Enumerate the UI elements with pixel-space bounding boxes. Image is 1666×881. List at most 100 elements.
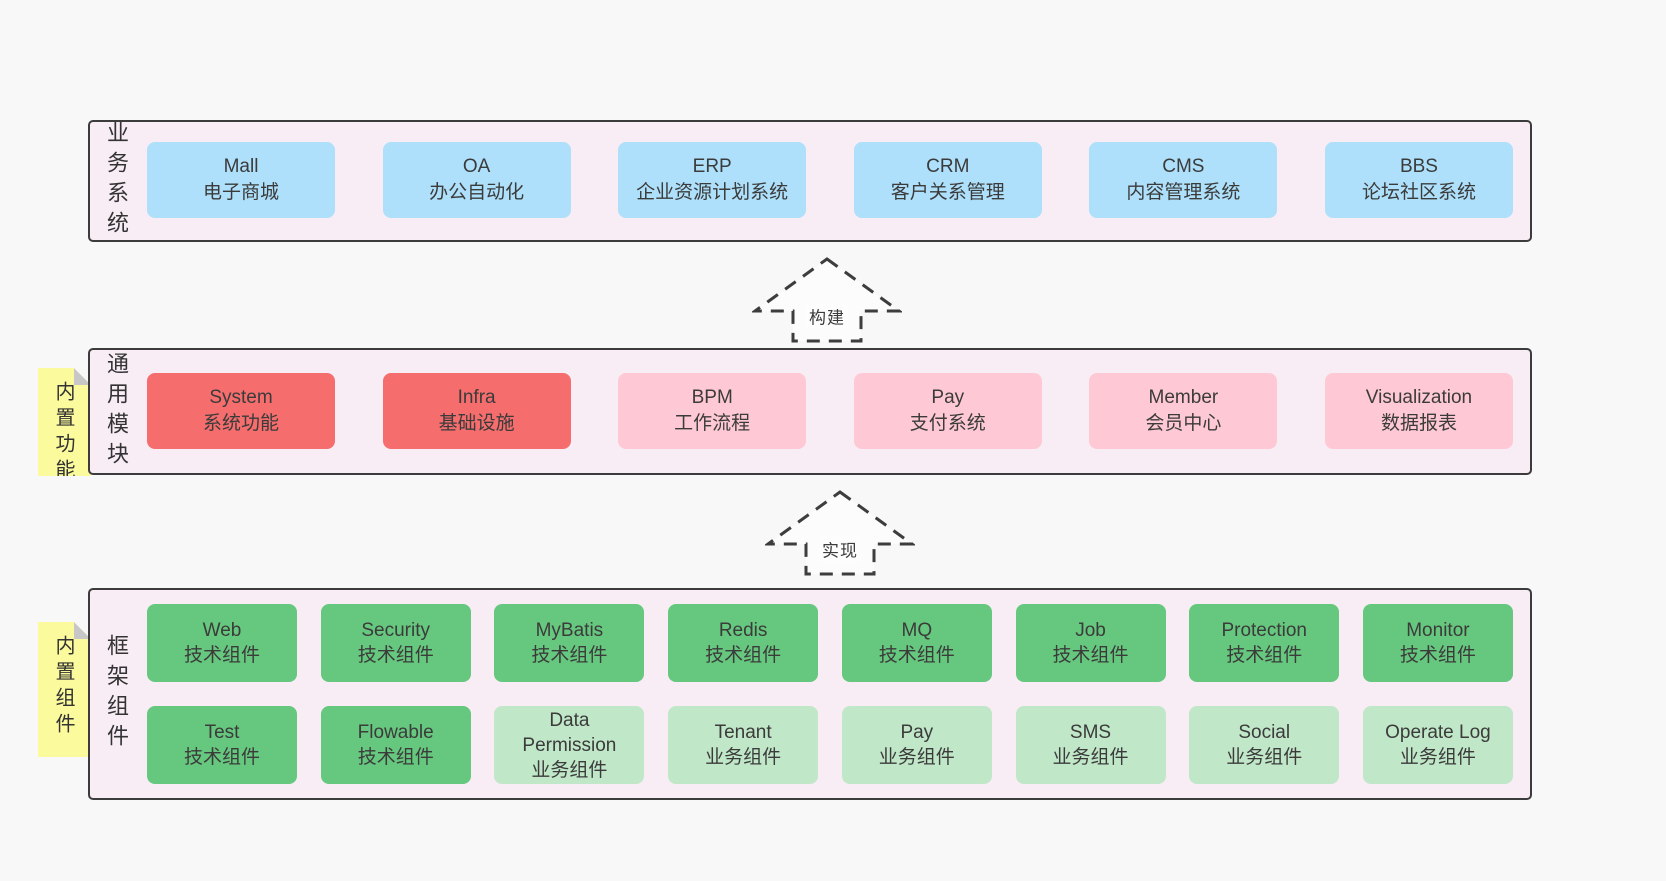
module-subtitle: 企业资源计划系统 (636, 182, 789, 203)
module-box-pay: Pay 业务组件 (841, 706, 992, 784)
module-box-mybatis: MyBatis 技术组件 (494, 604, 645, 682)
module-title: Operate Log (1385, 722, 1491, 743)
module-box-job: Job 技术组件 (1015, 604, 1166, 682)
module-title: BPM (691, 387, 733, 408)
module-title: Social (1238, 722, 1291, 743)
module-box-redis: Redis 技术组件 (668, 604, 819, 682)
sticky-note-builtin-features: 内置功能 (38, 368, 91, 476)
module-title: Infra (457, 387, 496, 408)
module-subtitle: 办公自动化 (429, 182, 525, 203)
module-title: Pay (931, 387, 965, 408)
module-subtitle: 业务组件 (705, 747, 782, 768)
module-subtitle: 技术组件 (1399, 645, 1476, 666)
module-subtitle: 技术组件 (1052, 645, 1129, 666)
module-subtitle: 基础设施 (438, 413, 515, 434)
module-box-monitor: Monitor 技术组件 (1362, 604, 1513, 682)
build-arrow-label: 构建 (806, 302, 848, 330)
module-box-security: Security 技术组件 (320, 604, 471, 682)
module-title: Member (1148, 387, 1219, 408)
module-title: ERP (692, 156, 732, 177)
module-subtitle: 业务组件 (531, 759, 608, 781)
module-box-sms: SMS 业务组件 (1015, 706, 1166, 784)
implement-arrow: 实现 (765, 489, 915, 577)
module-subtitle: 业务组件 (1399, 747, 1476, 768)
module-subtitle: 内容管理系统 (1126, 182, 1241, 203)
module-title: Tenant (714, 722, 772, 743)
module-box-oa: OA 办公自动化 (382, 142, 571, 218)
module-subtitle: 技术组件 (531, 645, 608, 666)
module-title: SMS (1069, 722, 1112, 743)
module-box-bpm: BPM 工作流程 (618, 373, 807, 449)
module-subtitle: 技术组件 (183, 747, 260, 768)
module-title: CRM (926, 156, 970, 177)
panel-common-modules: 通用模块 System 系统功能 Infra 基础设施 BPM 工作流程 Pay 支付系统 Me… (88, 348, 1532, 475)
module-title: Protection (1221, 620, 1307, 641)
module-subtitle: 工作流程 (674, 413, 751, 434)
module-box-bbs: BBS 论坛社区系统 (1324, 142, 1513, 218)
module-title: Visualization (1365, 387, 1473, 408)
module-title: Web (202, 620, 242, 641)
sticky-note-label: 内置功能 (52, 381, 74, 485)
module-subtitle: 数据报表 (1380, 413, 1457, 434)
module-box-mall: Mall 电子商城 (147, 142, 335, 218)
module-subtitle: 技术组件 (357, 747, 434, 768)
module-box-social: Social 业务组件 (1189, 706, 1340, 784)
module-title: Mall (223, 156, 259, 177)
module-title: MQ (901, 620, 933, 641)
module-title: OA (462, 156, 491, 177)
module-subtitle: 会员中心 (1145, 413, 1222, 434)
module-box-pay: Pay 支付系统 (853, 373, 1042, 449)
module-box-flowable: Flowable 技术组件 (320, 706, 471, 784)
sticky-note-label: 内置组件 (52, 635, 74, 739)
module-box-erp: ERP 企业资源计划系统 (618, 142, 807, 218)
box-grid-common-modules: System 系统功能 Infra 基础设施 BPM 工作流程 Pay 支付系统 Member 会… (147, 373, 1513, 449)
module-title: System (209, 387, 273, 408)
module-box-web: Web 技术组件 (147, 604, 297, 682)
build-arrow: 构建 (752, 256, 902, 344)
module-subtitle: 技术组件 (1226, 645, 1303, 666)
module-subtitle: 论坛社区系统 (1361, 182, 1476, 203)
panel-label-framework-components: 框架组件 (104, 634, 129, 754)
module-title: Job (1075, 620, 1106, 641)
module-box-tenant: Tenant 业务组件 (668, 706, 819, 784)
module-subtitle: 业务组件 (1052, 747, 1129, 768)
module-subtitle: 业务组件 (878, 747, 955, 768)
module-subtitle: 支付系统 (909, 413, 986, 434)
module-box-crm: CRM 客户关系管理 (853, 142, 1042, 218)
module-subtitle: 业务组件 (1226, 747, 1303, 768)
module-subtitle: 电子商城 (202, 182, 279, 203)
module-subtitle: 技术组件 (705, 645, 782, 666)
module-box-operate-log: Operate Log 业务组件 (1362, 706, 1513, 784)
module-title: BBS (1399, 156, 1438, 177)
module-title: Redis (718, 620, 768, 641)
panel-label-business-systems: 业务系统 (104, 121, 129, 241)
module-subtitle: 技术组件 (183, 645, 260, 666)
panel-label-common-modules: 通用模块 (104, 351, 129, 472)
up-arrow-icon (752, 257, 902, 343)
module-title: Monitor (1406, 620, 1470, 641)
module-box-infra: Infra 基础设施 (382, 373, 571, 449)
module-title: Security (361, 620, 431, 641)
implement-arrow-label: 实现 (819, 535, 861, 563)
module-box-cms: CMS 内容管理系统 (1089, 142, 1278, 218)
up-arrow-icon (765, 490, 915, 576)
module-subtitle: 技术组件 (357, 645, 434, 666)
module-title: MyBatis (535, 620, 604, 641)
module-box-system: System 系统功能 (147, 373, 335, 449)
module-title: Flowable (357, 722, 434, 743)
module-title: CMS (1162, 156, 1205, 177)
module-subtitle: 客户关系管理 (890, 182, 1005, 203)
module-box-member: Member 会员中心 (1089, 373, 1278, 449)
module-box-visualization: Visualization 数据报表 (1324, 373, 1513, 449)
module-subtitle: 技术组件 (878, 645, 955, 666)
box-grid-business-systems: Mall 电子商城 OA 办公自动化 ERP 企业资源计划系统 CRM 客户关系管理 CMS 内容… (147, 142, 1513, 218)
module-title: Pay (900, 722, 934, 743)
module-title: Test (204, 722, 240, 743)
sticky-note-builtin-components: 内置组件 (38, 622, 91, 757)
panel-business-systems: 业务系统 Mall 电子商城 OA 办公自动化 ERP 企业资源计划系统 CRM 客户关系管理… (88, 120, 1532, 242)
module-subtitle: 系统功能 (202, 413, 279, 434)
module-box-mq: MQ 技术组件 (841, 604, 992, 682)
